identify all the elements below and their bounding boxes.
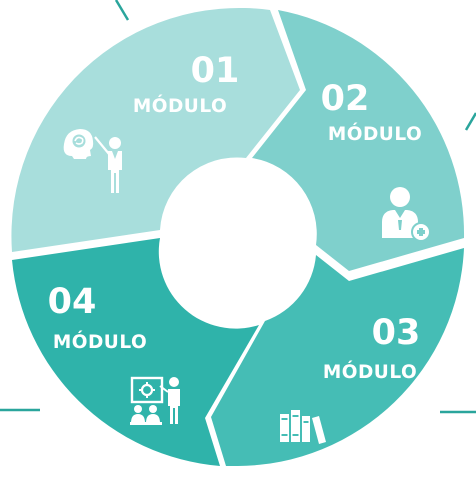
module-01-shape [11,7,300,252]
module-01-number: 01 [191,51,240,91]
center-circle [161,161,315,315]
module-04-shape [12,238,259,466]
module-03-segment[interactable]: 03 MÓDULO [211,248,464,466]
books-icon [280,410,326,444]
module-02-segment[interactable]: 02 MÓDULO [252,10,465,271]
module-04-label: MÓDULO [53,331,147,353]
module-03-label: MÓDULO [323,361,417,383]
teacher-brain-icon [63,129,122,193]
accent-line-top [114,0,130,21]
accent-lines [0,0,476,414]
module-02-label: MÓDULO [328,123,422,145]
module-04-number: 04 [48,282,97,322]
accent-line-right [464,112,476,131]
module-02-shape [252,10,465,271]
module-02-number: 02 [321,79,370,119]
module-03-number: 03 [372,313,421,353]
doctor-icon [382,187,431,242]
module-04-segment[interactable]: 04 MÓDULO [12,238,259,466]
module-03-shape [211,248,464,466]
module-01-segment[interactable]: 01 MÓDULO [11,7,300,252]
presentation-icon [130,376,180,425]
module-01-label: MÓDULO [133,95,227,117]
